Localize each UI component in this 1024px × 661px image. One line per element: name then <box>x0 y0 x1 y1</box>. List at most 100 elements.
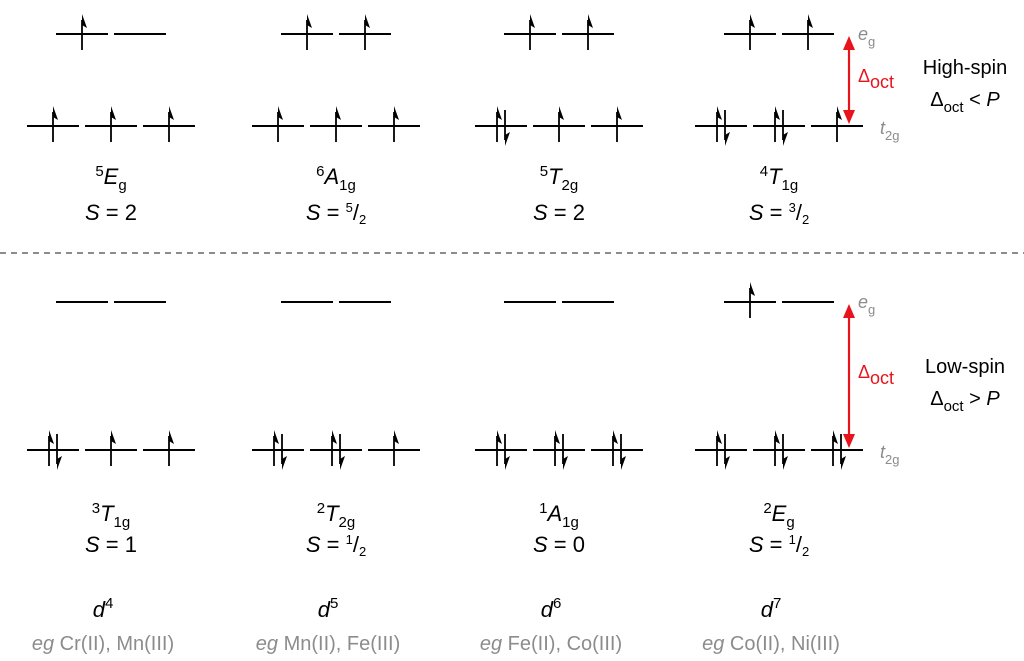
spin-quantum-number: S = 1 <box>85 532 137 557</box>
spin-down-arrow <box>281 434 287 470</box>
fraction-slash: / <box>353 200 360 225</box>
spin-up-arrow <box>749 282 755 318</box>
eg-orbital-label: eg <box>858 24 875 49</box>
term-symbol: 2T2g <box>317 500 355 531</box>
spin-up-arrow <box>774 106 780 142</box>
spin-down-arrow <box>620 434 626 470</box>
spin-up-arrow <box>306 14 312 50</box>
spin-down-arrow <box>339 434 345 470</box>
spin-up-arrow <box>168 430 174 466</box>
spin-regime-condition: Δoct > P <box>930 388 1000 415</box>
term-symbol: 4T1g <box>760 163 798 194</box>
spin-quantum-number: S = 1/2 <box>749 532 809 559</box>
spin-up-arrow <box>716 430 722 466</box>
spin-down-arrow <box>840 434 846 470</box>
spin-up-arrow <box>273 430 279 466</box>
spin-quantum-number: S = 3/2 <box>749 200 809 227</box>
spin-symbol: S <box>306 532 321 557</box>
spin-up-arrow <box>716 106 722 142</box>
d-electron-configuration: d4 <box>93 595 114 622</box>
spin-up-arrow <box>616 106 622 142</box>
spin-up-arrow <box>529 14 535 50</box>
spin-up-arrow <box>277 106 283 142</box>
spin-down-arrow <box>782 434 788 470</box>
spin-up-arrow <box>335 106 341 142</box>
spin-equals: = <box>764 200 789 225</box>
spin-up-arrow <box>558 106 564 142</box>
spin-quantum-number: S = 5/2 <box>306 200 366 227</box>
spin-symbol: S <box>306 200 321 225</box>
spin-symbol: S <box>85 532 100 557</box>
spin-regime-label: Low-spin <box>925 356 1005 378</box>
spin-equals: = <box>548 200 573 225</box>
spin-equals: = <box>764 532 789 557</box>
spin-up-arrow <box>496 430 502 466</box>
spin-down-arrow <box>56 434 62 470</box>
eg-orbital-label: eg <box>858 292 875 317</box>
example-ions: eg Co(II), Ni(III) <box>702 633 840 655</box>
delta-oct-label: Δoct <box>858 66 894 92</box>
spin-symbol: S <box>749 200 764 225</box>
t2g-orbital-label: t2g <box>880 118 899 143</box>
delta-oct-gap-arrow <box>843 36 855 124</box>
spin-up-arrow <box>836 106 842 142</box>
spin-up-arrow <box>81 14 87 50</box>
spin-symbol: S <box>85 200 100 225</box>
t2g-orbital-label: t2g <box>880 442 899 467</box>
term-symbol: 3T1g <box>92 500 130 531</box>
fraction-slash: / <box>796 200 803 225</box>
spin-up-arrow <box>393 430 399 466</box>
spin-up-arrow <box>774 430 780 466</box>
spin-down-arrow <box>504 434 510 470</box>
spin-up-arrow <box>496 106 502 142</box>
spin-symbol: S <box>749 532 764 557</box>
spin-down-arrow <box>782 110 788 146</box>
example-ions: eg Cr(II), Mn(III) <box>32 633 174 655</box>
spin-equals: = <box>548 532 573 557</box>
spin-down-arrow <box>504 110 510 146</box>
pairing-energy-symbol: P <box>986 89 1000 111</box>
spin-equals: = <box>321 532 346 557</box>
spin-down-arrow <box>724 434 730 470</box>
spin-up-arrow <box>331 430 337 466</box>
spin-up-arrow <box>168 106 174 142</box>
spin-up-arrow <box>587 14 593 50</box>
spin-symbol: S <box>533 200 548 225</box>
spin-up-arrow <box>48 430 54 466</box>
d-electron-configuration: d7 <box>761 595 782 622</box>
term-symbol: 2Eg <box>763 500 794 531</box>
spin-regime-condition: Δoct < P <box>930 89 1000 116</box>
spin-down-arrow <box>724 110 730 146</box>
fraction-slash: / <box>796 532 803 557</box>
d-electron-configuration: d6 <box>541 595 562 622</box>
spin-equals: = <box>100 532 125 557</box>
d-electron-configuration: d5 <box>318 595 339 622</box>
spin-up-arrow <box>749 14 755 50</box>
delta-oct-gap-arrow <box>843 304 855 448</box>
spin-regime-label: High-spin <box>923 57 1007 79</box>
spin-up-arrow <box>832 430 838 466</box>
term-symbol: 1A1g <box>539 500 579 531</box>
spin-quantum-number: S = 2 <box>533 200 585 225</box>
spin-up-arrow <box>110 106 116 142</box>
spin-equals: = <box>321 200 346 225</box>
spin-down-arrow <box>562 434 568 470</box>
spin-up-arrow <box>554 430 560 466</box>
spin-up-arrow <box>52 106 58 142</box>
spin-up-arrow <box>807 14 813 50</box>
term-symbol: 6A1g <box>316 163 356 194</box>
spin-quantum-number: S = 2 <box>85 200 137 225</box>
spin-equals: = <box>100 200 125 225</box>
example-ions: eg Mn(II), Fe(III) <box>256 633 400 655</box>
spin-up-arrow <box>393 106 399 142</box>
term-symbol: 5T2g <box>540 163 578 194</box>
delta-oct-label: Δoct <box>858 362 894 388</box>
term-symbol: 5Eg <box>95 163 126 194</box>
spin-up-arrow <box>364 14 370 50</box>
diagram-layer: 5Eg S = 2 6A1g S = 5/2 5T2g S = 2 4T1g S = 3/2 e… <box>27 14 1007 655</box>
spin-up-arrow <box>612 430 618 466</box>
spin-quantum-number: S = 0 <box>533 532 585 557</box>
spin-up-arrow <box>110 430 116 466</box>
pairing-energy-symbol: P <box>986 388 1000 410</box>
